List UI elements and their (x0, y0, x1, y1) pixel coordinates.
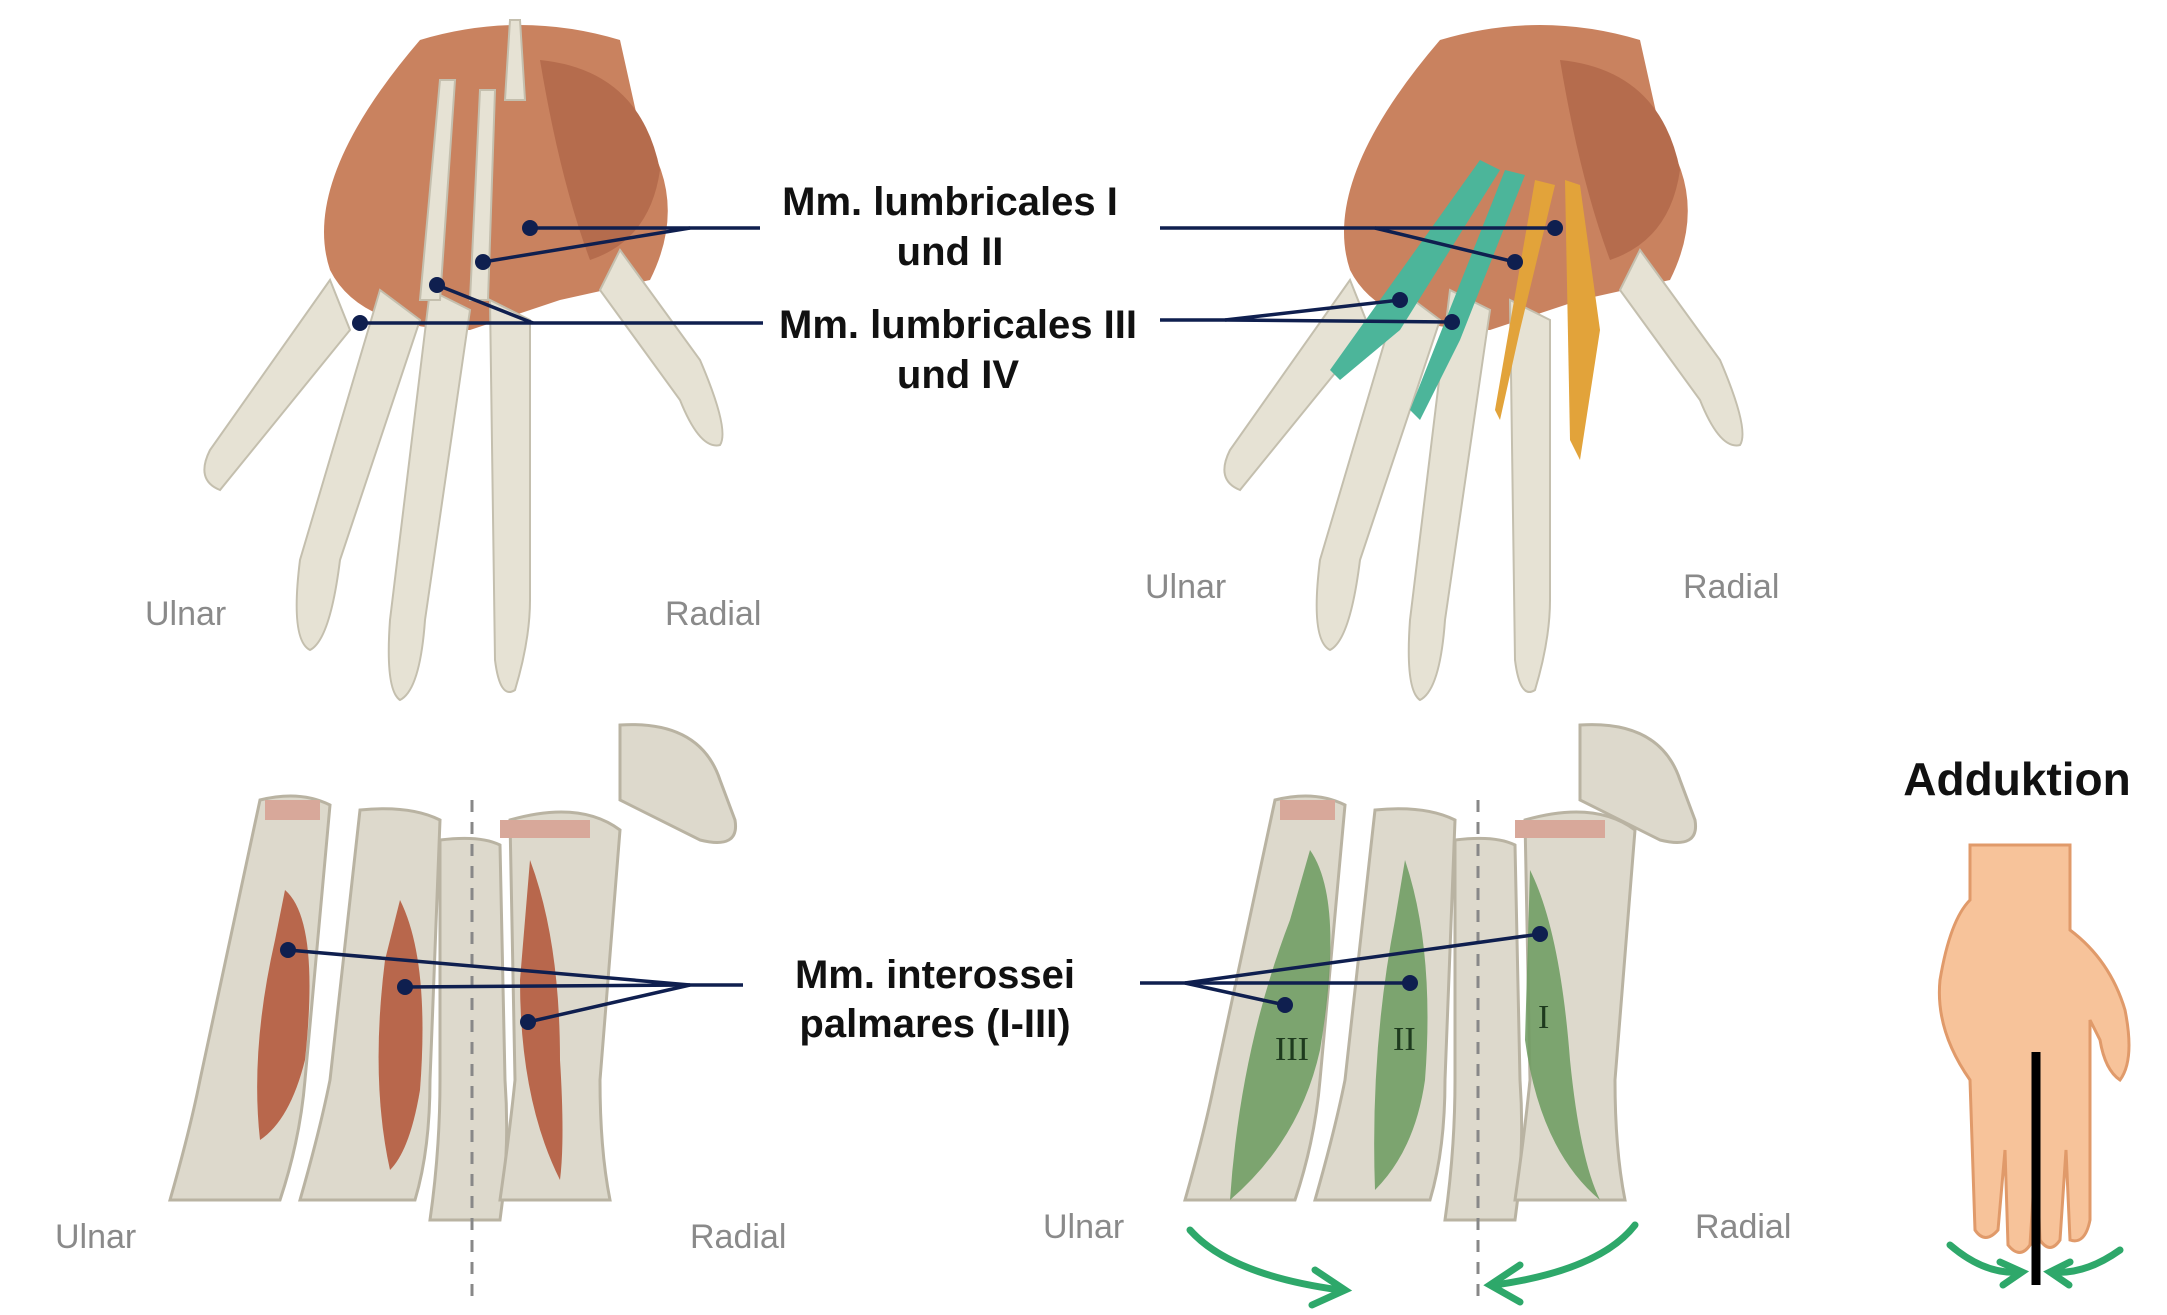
label-interossei-line2: palmares (I-III) (799, 1002, 1070, 1046)
adduction-hand-icon (1937, 843, 2131, 1289)
adduction-arrows (1186, 1221, 1639, 1309)
leaders-bottom (280, 926, 1548, 1030)
side-label-radial: Radial (665, 595, 761, 633)
side-label-ulnar: Ulnar (145, 595, 226, 633)
side-label-radial: Radial (1683, 568, 1779, 606)
side-label-radial: Radial (690, 1218, 786, 1256)
muscle-number-ii: II (1393, 1021, 1416, 1058)
label-lumbricales-1-2-line1: Mm. lumbricales I (782, 180, 1118, 224)
side-label-radial: Radial (1695, 1208, 1791, 1246)
leaders-top-left (352, 220, 763, 331)
side-label-ulnar: Ulnar (55, 1218, 136, 1256)
label-adduktion: Adduktion (1903, 753, 2130, 805)
bones-bottom-right: III II I (1183, 723, 1698, 1300)
side-label-ulnar: Ulnar (1145, 568, 1226, 606)
hand-top-right (1223, 25, 1744, 702)
bones-bottom-left (168, 723, 738, 1300)
label-lumbricales-3-4-line1: Mm. lumbricales III (779, 303, 1137, 347)
muscle-number-i: I (1538, 999, 1549, 1036)
label-interossei-line1: Mm. interossei (795, 953, 1075, 997)
hand-top-left (203, 19, 724, 702)
label-lumbricales-1-2-line2: und II (897, 230, 1004, 274)
leaders-top-right (1160, 220, 1563, 330)
muscle-number-iii: III (1275, 1031, 1309, 1068)
label-lumbricales-3-4-line2: und IV (897, 353, 1020, 397)
side-label-ulnar: Ulnar (1043, 1208, 1124, 1246)
